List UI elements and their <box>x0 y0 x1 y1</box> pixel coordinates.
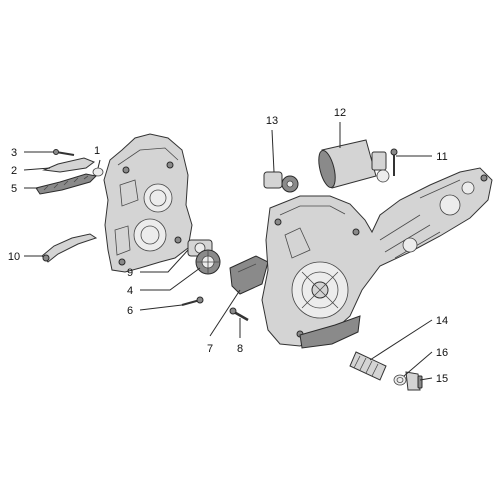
pin-part-3 <box>53 149 75 156</box>
callout-8: 8 <box>237 343 243 355</box>
bushing-part-1 <box>92 167 104 177</box>
cover-plate-part-7 <box>229 255 269 295</box>
leader-14 <box>369 319 433 361</box>
left-crankcase-half <box>103 133 193 273</box>
bolt-part-11 <box>390 148 398 176</box>
leader-7 <box>209 289 241 337</box>
leader-9 <box>140 249 189 273</box>
callout-15: 15 <box>436 373 448 385</box>
leader-4 <box>140 267 201 291</box>
callout-4: 4 <box>127 285 133 297</box>
leader-15 <box>419 377 433 381</box>
starter-motor-part-12 <box>318 139 390 189</box>
leader-16 <box>403 351 433 377</box>
callout-6: 6 <box>127 305 133 317</box>
callout-12: 12 <box>334 107 346 119</box>
callout-5: 5 <box>11 183 17 195</box>
tensioner-slider-part-2 <box>42 157 96 173</box>
chain-guide-part-10 <box>41 233 98 263</box>
bolt-part-8 <box>229 307 249 322</box>
callout-13: 13 <box>266 115 278 127</box>
oil-filter-part-14 <box>349 351 387 381</box>
right-crankcase-half <box>261 167 493 349</box>
callout-3: 3 <box>11 147 17 159</box>
callout-14: 14 <box>436 315 448 327</box>
screw-part-6 <box>181 296 204 306</box>
leader-2 <box>23 167 51 171</box>
chain-part-5 <box>35 173 98 195</box>
leader-13 <box>271 129 275 173</box>
starter-gear-part-13 <box>263 171 299 193</box>
o-ring-part-16 <box>393 374 407 386</box>
callout-11: 11 <box>436 151 447 163</box>
leader-6 <box>139 304 183 311</box>
callout-2: 2 <box>11 165 17 177</box>
callout-10: 10 <box>8 251 20 263</box>
callout-numbers: 1 2 3 4 5 6 7 8 9 10 11 12 13 14 15 16 <box>8 107 448 385</box>
callout-7: 7 <box>207 343 213 355</box>
callout-9: 9 <box>127 267 133 279</box>
sprocket-part-4 <box>195 249 221 275</box>
leader-lines <box>23 122 433 381</box>
callout-16: 16 <box>436 347 448 359</box>
drain-plug-part-15 <box>405 371 423 391</box>
leader-1 <box>97 159 101 169</box>
callout-1: 1 <box>94 145 100 157</box>
